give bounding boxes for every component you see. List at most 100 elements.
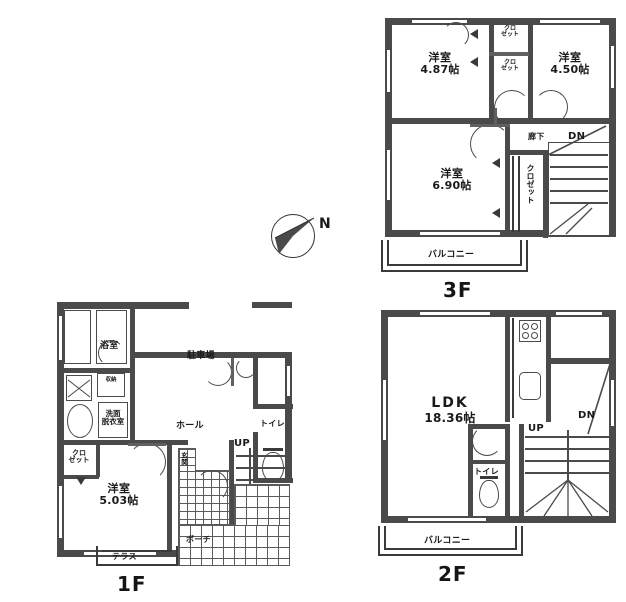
hall-label-1f: ホール xyxy=(176,421,204,431)
door-leaf-1f-bedroom xyxy=(128,443,166,446)
burner-icon xyxy=(531,323,538,330)
balcony-3f-rail-outer-right xyxy=(526,240,528,272)
wall-3f-ne-left xyxy=(528,74,533,124)
closet-label-3f-n2: クロ ゼット xyxy=(497,59,523,73)
balcony-2f-rail-outer-bottom xyxy=(378,554,523,556)
wall-2f-kitchen-left xyxy=(505,312,510,422)
wall-2f-stair-top xyxy=(551,358,616,364)
terrace-rail-bottom xyxy=(96,564,178,566)
door-1f-bath xyxy=(98,340,124,366)
wall-1f-mid-horizontal xyxy=(130,352,292,358)
wall-3f-closet-e-top xyxy=(505,150,548,155)
window-1f-left-room xyxy=(58,486,63,538)
vanity-1f xyxy=(98,402,128,438)
door-leaf-3f-nw xyxy=(494,108,497,126)
stair-1f-tread xyxy=(236,455,288,457)
washing-machine-1f-icon xyxy=(66,375,92,401)
wall-3f-closet-ne xyxy=(528,18,533,74)
room-area: 4.87帖 xyxy=(420,63,460,77)
wall-2f-kitchen-right xyxy=(546,312,551,422)
window-2f-top-left xyxy=(420,311,490,316)
wall-1f-closet-right xyxy=(96,445,100,477)
wall-1f-top xyxy=(57,302,189,309)
porch-tile-1f xyxy=(178,524,290,566)
toilet-tank-2f xyxy=(480,476,498,479)
floor-tag-2f: 2F xyxy=(438,562,468,586)
kitchen-counter-2f xyxy=(512,318,514,418)
door-1f-entrance xyxy=(196,470,228,502)
door-3f-nw xyxy=(494,90,530,126)
closet-track-3f-e xyxy=(512,156,514,232)
window-2f-bottom xyxy=(408,517,486,522)
room-name: 洋室 xyxy=(107,482,131,495)
stair-label-2f-up: UP xyxy=(528,423,545,434)
room-name: 洋室 xyxy=(440,167,464,180)
wall-3f-bottom xyxy=(385,230,616,237)
stair-1f-tread xyxy=(236,479,288,481)
toilet-label-1f: トイレ xyxy=(260,419,285,428)
wall-3f-closet-e-right xyxy=(543,150,548,238)
balcony-3f-rail-outer-left xyxy=(381,240,383,272)
wall-3f-right xyxy=(609,18,616,237)
wall-2f-stairwall xyxy=(519,424,524,518)
stair-3f-tread xyxy=(550,166,608,168)
balcony-2f-rail-inner-bottom xyxy=(384,548,517,550)
parking-label-1f: 駐車場 xyxy=(187,351,215,361)
room-label-3f-ne: 洋室 4.50帖 xyxy=(538,51,602,77)
stair-3f-diagonal-icon xyxy=(545,125,607,157)
room-label-3f-nw: 洋室 4.87帖 xyxy=(408,51,472,77)
balcony-2f-rail-inner-left xyxy=(384,526,386,550)
burner-icon xyxy=(522,323,529,330)
room-area: 4.50帖 xyxy=(550,63,590,77)
floor-tag-3f: 3F xyxy=(443,278,473,302)
window-1f-right-toilet xyxy=(286,366,291,396)
toilet-tank-1f xyxy=(263,448,283,451)
door-3f-closet-top xyxy=(443,22,469,48)
closet-label-1f: クロ ゼット xyxy=(64,449,94,465)
balcony-2f-rail-outer-right xyxy=(521,526,523,556)
stair-label-2f-dn: DN xyxy=(578,410,596,421)
door-2f-toilet xyxy=(472,426,502,456)
wall-3f-south-room-right xyxy=(505,178,510,230)
stair-label-1f-up: UP xyxy=(234,438,251,449)
wall-2f-toilet-right xyxy=(505,424,510,518)
stair-3f-tread xyxy=(550,190,608,192)
bath-label-1f: 浴室 xyxy=(100,341,119,351)
closet-arrow-1f-icon xyxy=(76,477,86,485)
entrance-label-1f: 玄関 xyxy=(179,452,188,465)
storage-label-line: 収納 xyxy=(105,377,117,383)
room-label-2f-ldk: LDK 18.36帖 xyxy=(412,395,488,425)
balcony-2f-rail-inner-right xyxy=(515,526,517,550)
door-leaf-3f-south xyxy=(470,124,510,127)
stair-2f-center-rail xyxy=(567,430,569,482)
stair-2f-winder-icon xyxy=(525,479,609,517)
wall-3f-top xyxy=(385,18,616,25)
window-3f-south-sill xyxy=(420,231,500,236)
entrance-step-1f xyxy=(178,448,196,472)
terrace-rail-right xyxy=(176,546,178,566)
wall-1f-right xyxy=(285,352,292,482)
kitchen-sink-2f xyxy=(519,372,541,400)
closet-arrow-3f-n1-icon xyxy=(470,29,478,39)
burner-icon xyxy=(522,332,529,339)
room-area: 5.03帖 xyxy=(99,494,139,508)
wall-2f-bottom-right xyxy=(505,516,616,523)
window-3f-left-lower xyxy=(386,150,391,200)
room-name: 洋室 xyxy=(558,51,582,64)
door-1f-hall xyxy=(204,358,232,386)
balcony-3f-rail-inner-left xyxy=(387,240,389,266)
door-1f-bedroom xyxy=(128,443,166,481)
wall-1f-room-right xyxy=(167,445,172,557)
window-3f-right-upper xyxy=(610,46,615,88)
compass-needle-icon xyxy=(274,217,315,254)
balcony-label-3f: バルコニー xyxy=(428,250,475,260)
door-3f-south xyxy=(470,124,510,164)
balcony-3f-rail-outer-bottom xyxy=(381,270,528,272)
wall-1f-washroom-bottom xyxy=(57,440,135,445)
porch-label-1f: ポーチ xyxy=(186,535,211,544)
terrace-inner-line xyxy=(102,550,172,552)
stair-3f-tread xyxy=(550,202,608,204)
wall-1f-bath-bottom xyxy=(57,368,135,373)
wall-2f-top xyxy=(381,310,616,317)
